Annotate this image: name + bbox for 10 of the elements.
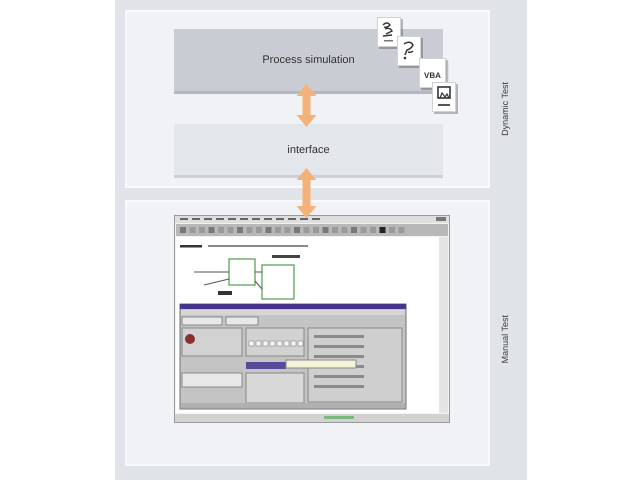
double-arrow <box>296 84 316 127</box>
double-arrow <box>296 168 316 218</box>
panel-heading: Manual Test <box>500 315 510 364</box>
box-label: interface <box>287 144 330 156</box>
panel-heading: Dynamic Test <box>500 82 510 136</box>
interface-box <box>174 124 443 175</box>
card-label: VBA <box>424 71 441 80</box>
box-label: Process simulation <box>262 54 355 66</box>
document-card <box>419 58 446 88</box>
software-window-screenshot <box>174 215 450 423</box>
